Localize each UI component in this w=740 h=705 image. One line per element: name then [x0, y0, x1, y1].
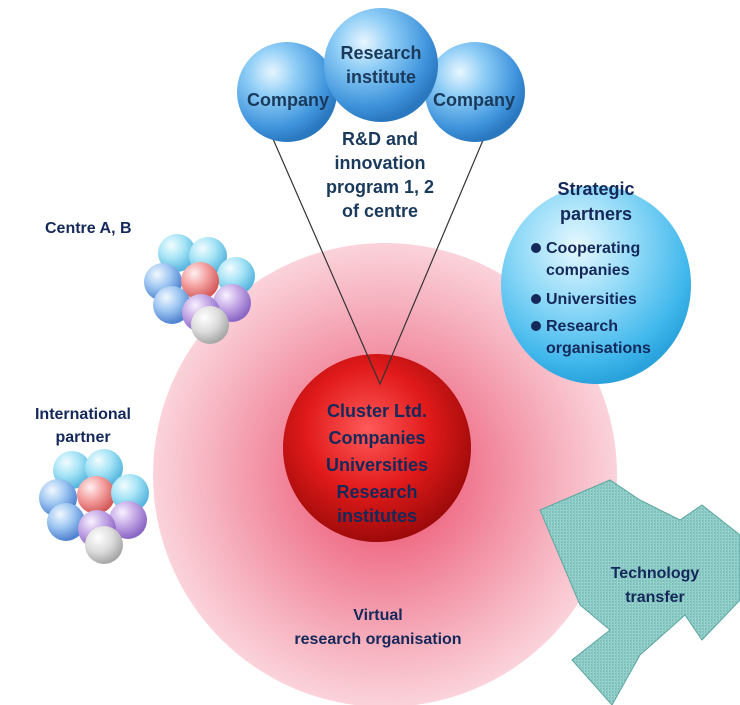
bullet-icon	[531, 294, 541, 304]
program-label-line3: program 1, 2	[325, 177, 435, 197]
technology-transfer-label-line2: transfer	[625, 589, 685, 606]
technology-transfer-label-line1: Technology	[610, 565, 700, 582]
international-molecule-icon	[39, 449, 149, 564]
strategic-partner-item: Universities	[546, 291, 637, 308]
program-label-line2: innovation	[334, 153, 426, 173]
core-label-line4: Research	[336, 482, 418, 502]
strategic-partners-title-line1: Strategic	[557, 179, 635, 199]
program-funnel-lines	[255, 99, 501, 386]
research-institute-bubble	[324, 8, 438, 122]
core-label-line3: Universities	[325, 455, 429, 475]
strategic-partners-title-line2: partners	[559, 204, 633, 224]
company-bubble-right	[425, 42, 525, 142]
centre-label: Centre A, B	[45, 220, 132, 237]
strategic-partner-item: Cooperating	[546, 240, 641, 257]
program-label-line4: of centre	[341, 201, 419, 221]
core-label-line5: institutes	[336, 506, 417, 526]
strategic-partner-item-cont: companies	[546, 262, 630, 279]
strategic-partner-item-cont: organisations	[546, 340, 651, 357]
core-label-line1: Cluster Ltd.	[326, 401, 427, 421]
strategic-partners-ellipse	[501, 186, 691, 384]
company-left-label: Company	[246, 90, 329, 110]
centre-molecule-icon	[144, 234, 255, 344]
company-bubble-left	[237, 42, 337, 142]
international-partner-label-line2: partner	[55, 429, 111, 446]
bullet-icon	[531, 321, 541, 331]
strategic-partner-item: Research	[546, 318, 619, 335]
virtual-organisation-label-line1: Virtual	[353, 607, 403, 624]
cluster-core-circle	[283, 354, 471, 542]
research-institute-label-line2: institute	[346, 67, 416, 87]
virtual-organisation-label-line2: research organisation	[294, 631, 462, 648]
technology-transfer-arrow	[539, 479, 740, 705]
company-right-label: Company	[432, 90, 515, 110]
program-label-line1: R&D and	[342, 129, 418, 149]
research-institute-label-line1: Research	[340, 43, 422, 63]
bullet-icon	[531, 243, 541, 253]
international-partner-label-line1: International	[34, 406, 131, 423]
core-label-line2: Companies	[328, 428, 426, 448]
